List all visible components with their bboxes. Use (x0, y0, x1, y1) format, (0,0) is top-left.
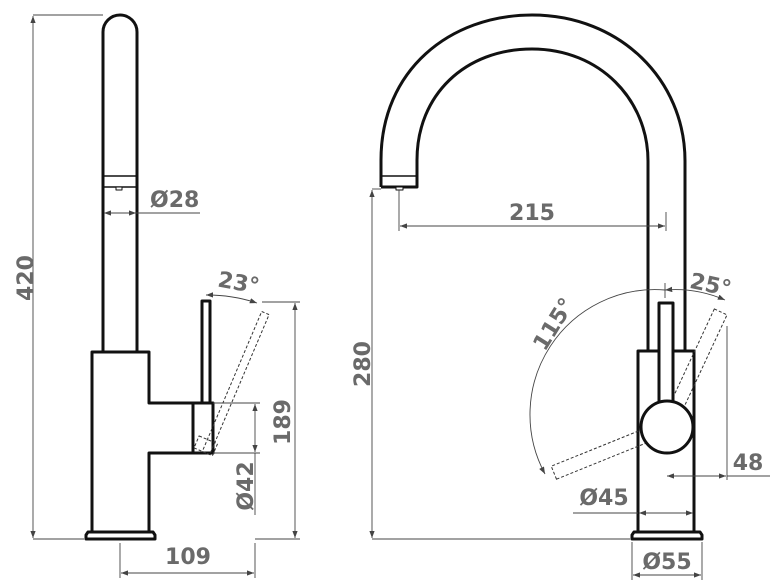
front-lever-knob (639, 399, 695, 455)
dim-body-diameter-42: Ø42 (213, 402, 260, 515)
dim-label-25deg: 25° (688, 269, 734, 302)
front-aerator-nozzle (395, 186, 404, 191)
dim-label-d28: Ø28 (150, 188, 199, 213)
side-lever-hub (191, 401, 215, 455)
dim-spout-height-280: 280 (351, 188, 630, 540)
dim-lever-angle-23: 23° (205, 268, 261, 304)
dim-lever-offset-48: 48 (667, 326, 770, 480)
side-spout-tube (101, 13, 139, 352)
front-base-foot (630, 530, 704, 541)
dim-label-189: 189 (271, 399, 296, 445)
dim-label-d42: Ø42 (234, 461, 259, 510)
dim-label-215: 215 (509, 201, 555, 226)
dim-label-109: 109 (165, 545, 211, 570)
front-lever (657, 301, 675, 409)
side-aerator-nozzle (115, 186, 123, 191)
dim-body-diameter-45: Ø45 (573, 486, 693, 516)
gooseneck-spout (379, 13, 687, 351)
side-body (90, 350, 199, 534)
faucet-front-view: 215 280 25° 115° 48 Ø45 (351, 13, 770, 580)
dim-lever-angles: 25° 115° (529, 269, 734, 475)
side-base-foot (84, 530, 157, 541)
front-lever-ghost-front (550, 428, 650, 480)
dim-spout-diameter: Ø28 (104, 188, 200, 216)
dim-lever-height-189: 189 (255, 301, 300, 540)
dim-label-23deg: 23° (216, 268, 261, 300)
faucet-side-view: 420 Ø28 23° 189 Ø42 (14, 13, 300, 578)
dim-label-d55: Ø55 (642, 550, 691, 575)
dim-spout-reach-215: 215 (398, 190, 667, 231)
side-lever (200, 299, 212, 405)
dim-height-420: 420 (14, 14, 103, 540)
dim-label-280: 280 (351, 341, 376, 387)
dim-label-d45: Ø45 (579, 486, 628, 511)
dim-base-diameter-55: Ø55 (631, 542, 703, 580)
side-lever-tilted-ghost (193, 310, 270, 457)
dim-label-48: 48 (733, 451, 764, 476)
dim-reach-109: 109 (119, 543, 256, 578)
dim-label-115deg: 115° (529, 294, 580, 356)
dim-label-420: 420 (14, 255, 39, 301)
